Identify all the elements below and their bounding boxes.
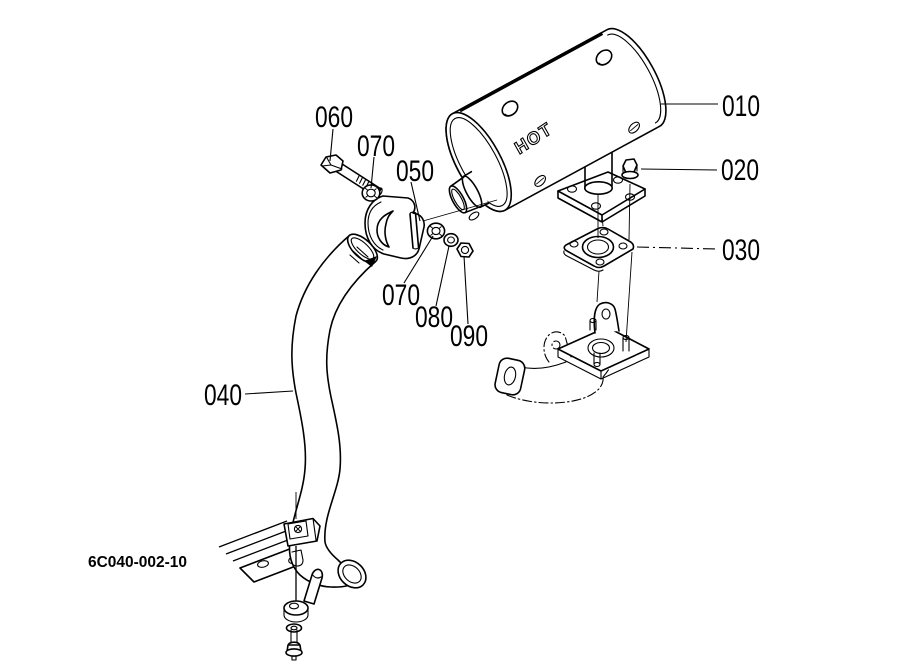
callout-030: 030	[722, 234, 760, 267]
nut-090	[456, 242, 474, 258]
flange-nut	[621, 158, 639, 180]
callout-050: 050	[396, 155, 434, 188]
callout-060: 060	[315, 101, 353, 134]
assembly-centerlines	[596, 183, 633, 343]
leader-lines	[244, 103, 718, 395]
spring-washer-070b	[426, 222, 446, 240]
exhaust-manifold	[494, 301, 650, 404]
callout-070b: 070	[382, 279, 420, 312]
gasket	[563, 226, 635, 272]
pipe-clamp	[364, 195, 498, 260]
bottom-bracket-assembly	[283, 492, 324, 661]
callout-090: 090	[450, 320, 488, 353]
drawing-code: 6C040-002-10	[88, 554, 187, 571]
callout-080: 080	[415, 301, 453, 334]
plain-washer-080	[443, 232, 459, 248]
spring-washer-070a	[361, 184, 381, 202]
callout-070a: 070	[357, 130, 395, 163]
muffler: HOT	[445, 27, 667, 214]
exhaust-pipe	[288, 233, 379, 589]
muffler-vent-slot	[468, 211, 480, 221]
callout-040: 040	[204, 379, 242, 412]
callout-010: 010	[722, 90, 760, 123]
callouts: 060 070 050 010 020 030 070 080 090 040	[204, 90, 760, 412]
callout-020: 020	[721, 154, 759, 187]
muffler-flange	[557, 149, 646, 223]
